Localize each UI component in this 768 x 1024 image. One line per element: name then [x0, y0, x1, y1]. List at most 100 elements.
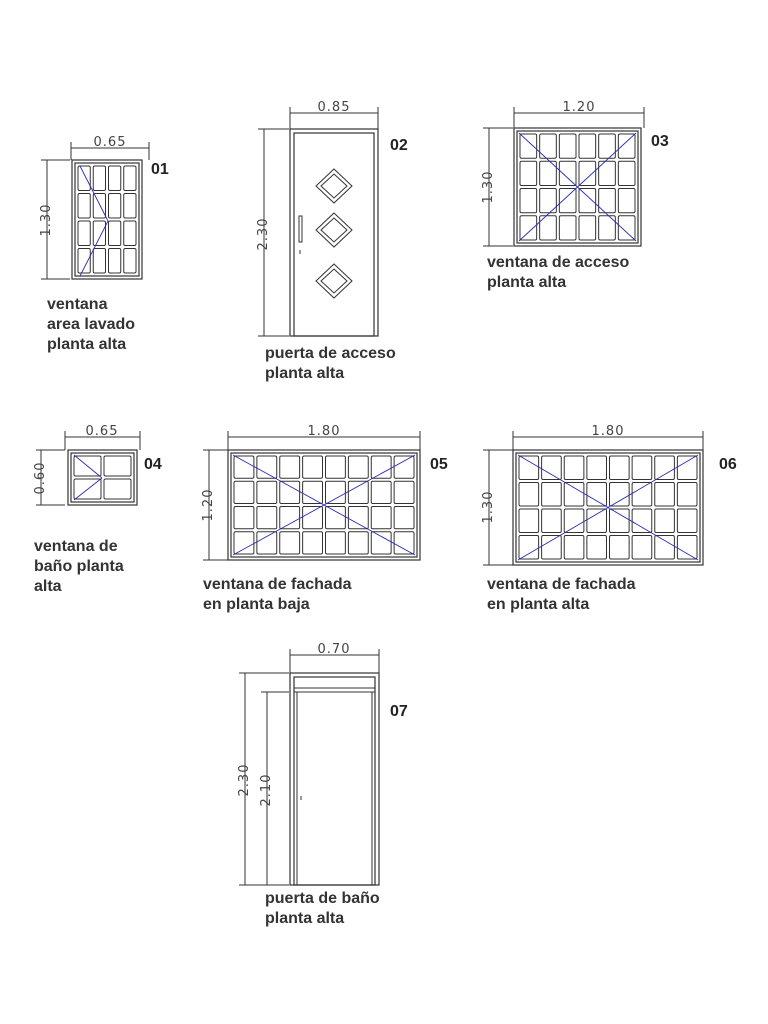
dim-width-07: 0.70: [318, 642, 351, 657]
window-pane: [77, 193, 91, 219]
window-pane: [598, 188, 616, 214]
window-pane: [578, 160, 597, 186]
dim-width-02: 0.85: [318, 100, 351, 115]
window-pane: [233, 480, 255, 504]
window-pane: [558, 188, 577, 214]
window-pane: [617, 160, 636, 186]
window-pane: [631, 482, 653, 507]
caption-04-line2: baño planta: [34, 558, 124, 575]
window-pane: [654, 508, 675, 533]
window-pane: [302, 531, 323, 555]
window-pane: [233, 455, 255, 479]
dim-width-03: 1.20: [563, 100, 596, 115]
window-pane: [370, 506, 392, 530]
window-pane: [103, 455, 132, 477]
window-pane: [123, 193, 137, 219]
window-pane: [256, 506, 278, 530]
window-pane: [676, 535, 698, 560]
window-pane: [541, 482, 562, 507]
window-pane: [77, 248, 91, 274]
element-number-03: 03: [651, 133, 669, 150]
caption-07-line1: puerta de baño: [265, 890, 380, 907]
window-pane: [609, 508, 630, 533]
window-pane: [92, 165, 106, 191]
window-pane: [578, 133, 597, 159]
window-pane: [347, 480, 369, 504]
element-number-07: 07: [390, 703, 408, 720]
window-pane: [539, 188, 557, 214]
window-pane: [325, 506, 346, 530]
window-pane: [92, 220, 106, 246]
window-pane: [518, 508, 540, 533]
caption-05-line2: en planta baja: [203, 596, 310, 613]
dim-height-07: 2.30: [237, 764, 252, 797]
window-pane: [233, 531, 255, 555]
window-pane: [578, 215, 597, 241]
element-number-02: 02: [390, 137, 408, 154]
window-pane: [558, 160, 577, 186]
window-pane: [563, 508, 585, 533]
dim-height-inner-07: 2.10: [259, 774, 274, 807]
window-pane: [631, 455, 653, 480]
window-pane: [518, 482, 540, 507]
window-pane: [617, 188, 636, 214]
window-03: 1.20 1.30 03 ventana de acceso planta al…: [481, 100, 669, 291]
caption-02-line2: planta alta: [265, 365, 344, 382]
window-pane: [617, 133, 636, 159]
dim-height-06: 1.30: [481, 491, 496, 524]
caption-03-line2: planta alta: [487, 274, 566, 291]
window-pane: [279, 480, 301, 504]
window-04: 0.65 0.60 04 ventana de baño planta alta: [33, 424, 162, 595]
window-pane: [563, 482, 585, 507]
window-pane: [123, 165, 137, 191]
window-pane: [370, 531, 392, 555]
window-pane: [302, 455, 323, 479]
window-pane: [256, 455, 278, 479]
dim-width-06: 1.80: [592, 424, 625, 439]
dim-width-04: 0.65: [86, 424, 119, 439]
window-pane: [77, 165, 91, 191]
window-pane: [598, 160, 616, 186]
dim-width-05: 1.80: [308, 424, 341, 439]
window-pane: [676, 455, 698, 480]
window-pane: [541, 535, 562, 560]
window-pane: [393, 506, 415, 530]
element-number-05: 05: [430, 456, 448, 473]
window-pane: [654, 535, 675, 560]
window-pane: [518, 455, 540, 480]
dim-height-04: 0.60: [33, 462, 48, 495]
window-pane: [108, 248, 122, 274]
dim-height-03: 1.30: [481, 171, 496, 204]
window-pane: [539, 133, 557, 159]
window-pane: [676, 482, 698, 507]
window-06: 1.80 1.30 06 ventana de fachada en plant…: [481, 424, 737, 613]
window-pane: [609, 455, 630, 480]
window-panes-04: [73, 455, 132, 500]
window-panes-05: [233, 455, 415, 555]
window-pane: [586, 455, 607, 480]
window-pane: [609, 482, 630, 507]
window-pane: [370, 455, 392, 479]
window-pane: [563, 535, 585, 560]
window-pane: [325, 531, 346, 555]
window-pane: [108, 165, 122, 191]
window-pane: [233, 506, 255, 530]
window-pane: [539, 160, 557, 186]
caption-01-line1: ventana: [47, 296, 108, 313]
window-pane: [617, 215, 636, 241]
window-pane: [325, 480, 346, 504]
window-pane: [519, 133, 538, 159]
window-pane: [539, 215, 557, 241]
window-pane: [302, 480, 323, 504]
window-pane: [586, 535, 607, 560]
window-pane: [519, 188, 538, 214]
window-pane: [586, 482, 607, 507]
element-number-04: 04: [144, 456, 162, 473]
window-01: 0.65 1.30 01 ventana area lavado planta …: [39, 135, 169, 353]
door-02: 0.85 2.30 02 puerta de acceso planta alt…: [256, 100, 408, 382]
window-pane: [256, 531, 278, 555]
window-pane: [103, 478, 132, 500]
window-pane: [77, 220, 91, 246]
window-pane: [123, 248, 137, 274]
